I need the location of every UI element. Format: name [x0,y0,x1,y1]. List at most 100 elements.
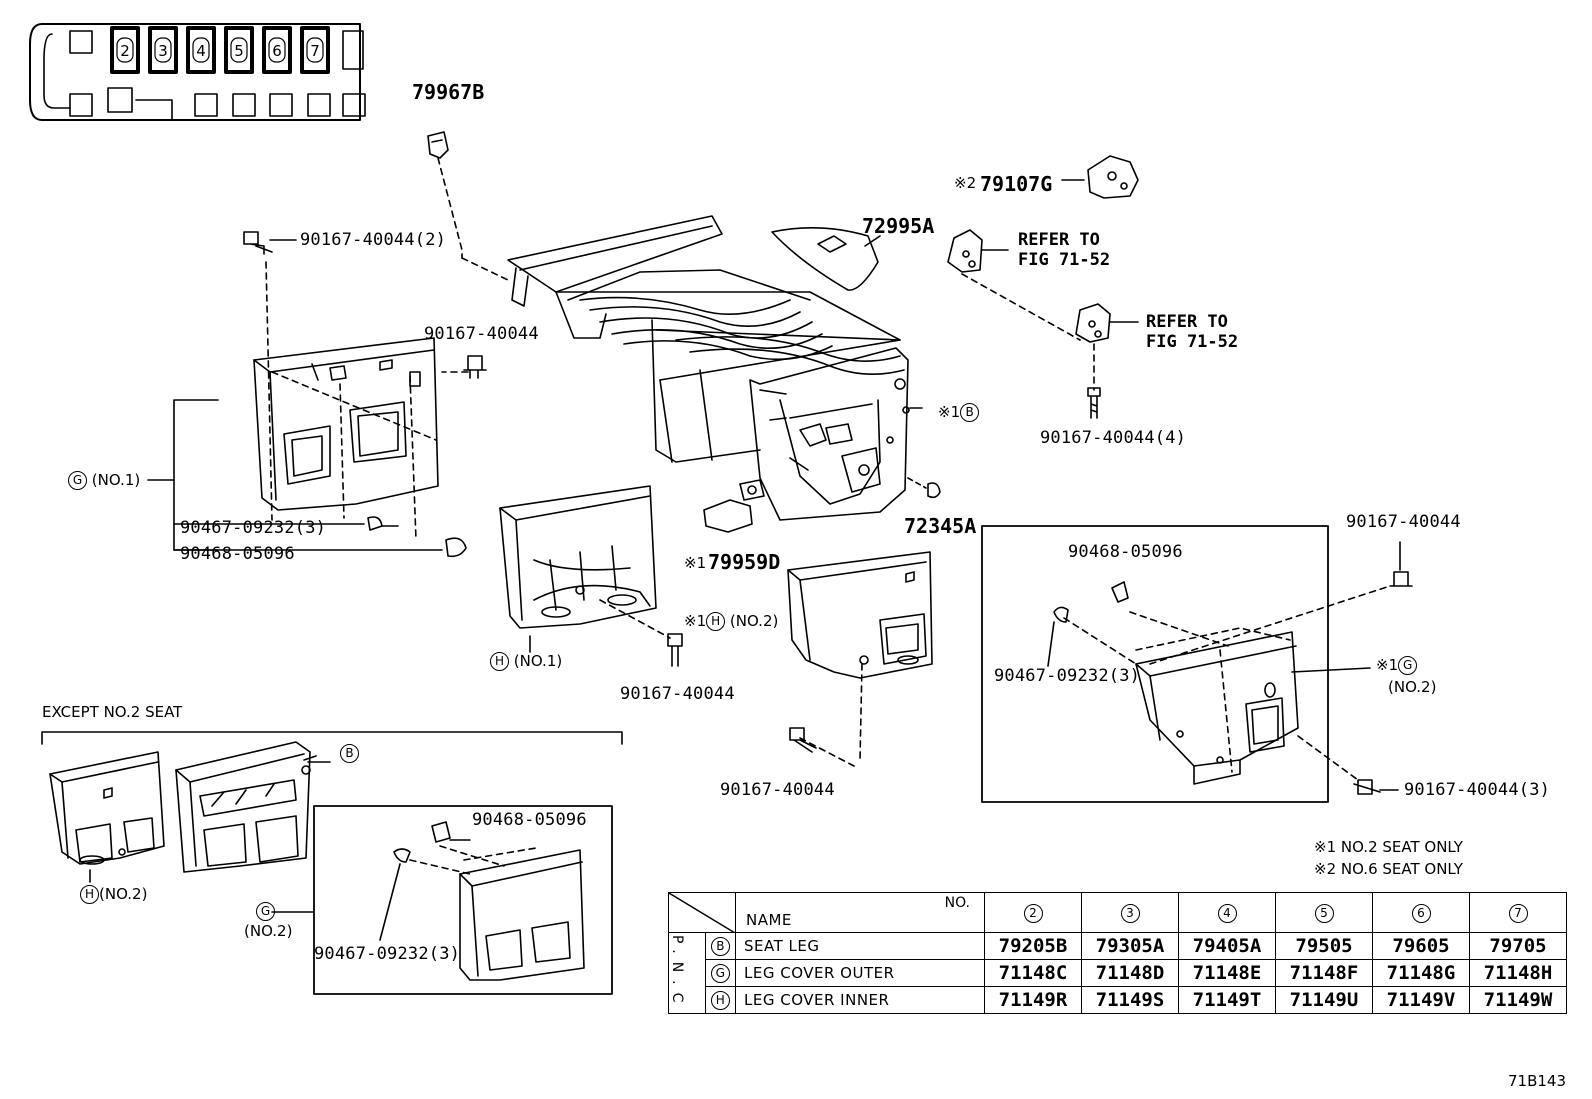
label-h-no1: H (NO.1) [490,652,562,671]
seat-map-seat-number: 2 [120,42,130,60]
refer-bracket-1 [947,229,1081,341]
row-name: SEAT LEG [735,932,985,960]
label-except-b: B [340,744,359,763]
clip-79967b [427,131,509,281]
pnc-label-cell: P.N.C [668,932,706,1014]
seat-map-seat-number-ring [154,37,172,63]
label-clip-90468-05096: 90468-05096 [180,544,295,564]
label-bolt-90167-40044-a: 90167-40044 [424,324,539,344]
bracket-79107g [1061,155,1139,199]
pnc-value: 71149V [1372,986,1470,1014]
seat-no-2: 2 [984,892,1082,933]
label-bolt-90167-40044-3: 90167-40044(3) [1404,780,1551,800]
pnc-value: 79205B [984,932,1082,960]
label-box-clip-90468-05096: 90468-05096 [1068,542,1183,562]
label-72995a: 72995A [862,214,935,238]
pnc-value: 71149R [984,986,1082,1014]
seat-map-seat-number-ring [192,37,210,63]
name-header: NAME [746,911,792,929]
seat-map-seat-number: 5 [234,42,244,60]
label-except-g-no2: (NO.2) [244,922,293,940]
pnc-value: 79505 [1275,932,1373,960]
label-clip-90467-09232-3: 90467-09232(3) [180,518,327,538]
row-name: LEG COVER OUTER [735,959,985,987]
name-header-cell: NAME NO. [735,892,985,933]
clip-90467 [367,516,399,531]
refer-fig-label-1: REFER TO FIG 71-52 [1018,230,1111,270]
table-corner [668,892,736,933]
label-g-no1: G (NO.1) [68,471,140,490]
bolt-90167-40044-mid [463,355,487,379]
symbol-h: H [490,652,509,671]
pnc-label: P.N.C [669,935,685,1011]
pnc-value: 71149U [1275,986,1373,1014]
no-header: NO. [944,895,970,911]
pnc-value: 79705 [1469,932,1567,960]
seat-map-seat-box [262,26,292,74]
seat-leg-frame [507,215,923,521]
seat-map-seat-number: 7 [310,42,320,60]
symbol-g: G [1398,656,1418,675]
label-bolt-90167-40044-c: 90167-40044 [620,684,735,704]
label-79959d: 79959D [708,550,781,574]
cap-72345a [907,477,941,499]
label-bolt-90167-40044-2: 90167-40044(2) [300,230,447,250]
pnc-value: 71149S [1081,986,1179,1014]
seat-map-seat-number: 4 [196,42,206,60]
seat-map-seat-box [300,26,330,74]
label-bolt-90167-40044-d: 90167-40044 [720,780,835,800]
pnc-value: 79305A [1081,932,1179,960]
seat-map-seat-box [224,26,254,74]
seat-map-seat-number-ring [116,37,134,63]
pad-79959d [703,499,753,533]
seat-no-4: 4 [1178,892,1276,933]
box-g-no2 [981,525,1391,803]
seat-no-7: 7 [1469,892,1567,933]
note-mark-79959d: ※1 [684,554,707,572]
pnc-value: 71148H [1469,959,1567,987]
bolt-90167-40044-box-low [1353,779,1399,795]
pnc-parts-table: NAME NO. 2 3 4 5 6 7 P.N.C B SEAT LEG 79… [668,892,1567,1014]
note-seat-2-only: ※1 NO.2 SEAT ONLY [1314,838,1463,856]
except-no2-seat-title: EXCEPT NO.2 SEAT [42,703,183,721]
seat-no-6: 6 [1372,892,1470,933]
leg-cover-outer-no1 [253,261,469,541]
pnc-value: 71148D [1081,959,1179,987]
table-row: H LEG COVER INNER 71149R 71149S 71149T 7… [669,986,1567,1014]
label-79107g: 79107G [980,172,1053,196]
seat-map-seat-box [186,26,216,74]
leg-cover-inner-no2 [787,551,933,767]
bolt-90167-40044-2 [243,231,297,255]
pad-72995a [771,227,881,291]
label-79967b: 79967B [412,80,485,104]
except-no2-seat-group [41,731,623,995]
bolt-90167-40044-h [667,633,683,667]
refer-bracket-2 [1075,303,1139,391]
symbol-b: B [340,744,359,763]
refer-fig-label-2: REFER TO FIG 71-52 [1146,312,1239,352]
symbol-g: G [256,902,275,921]
seat-map-seat-number-ring [230,37,248,63]
label-72345a: 72345A [904,514,977,538]
seat-no-5: 5 [1275,892,1373,933]
note-mark-79107g: ※2 [954,174,977,192]
pnc-value: 71148E [1178,959,1276,987]
label-bolt-90167-40044-b: 90167-40044 [1346,512,1461,532]
table-row: P.N.C B SEAT LEG 79205B 79305A 79405A 79… [668,932,1567,1014]
pnc-value: 79605 [1372,932,1470,960]
row-symbol-b: B [704,932,737,960]
pnc-value: 71148F [1275,959,1373,987]
pnc-value: 71149W [1469,986,1567,1014]
symbol-h: H [706,612,726,631]
symbol-b: B [960,403,980,422]
pnc-value: 71148G [1372,959,1470,987]
label-except-g: G [256,902,275,921]
seat-map-seat-box [110,26,140,74]
label-g-no2-sub: (NO.2) [1388,678,1437,696]
label-except-clip-90468-05096: 90468-05096 [472,810,587,830]
label-except-h-no2: H(NO.2) [80,885,147,904]
